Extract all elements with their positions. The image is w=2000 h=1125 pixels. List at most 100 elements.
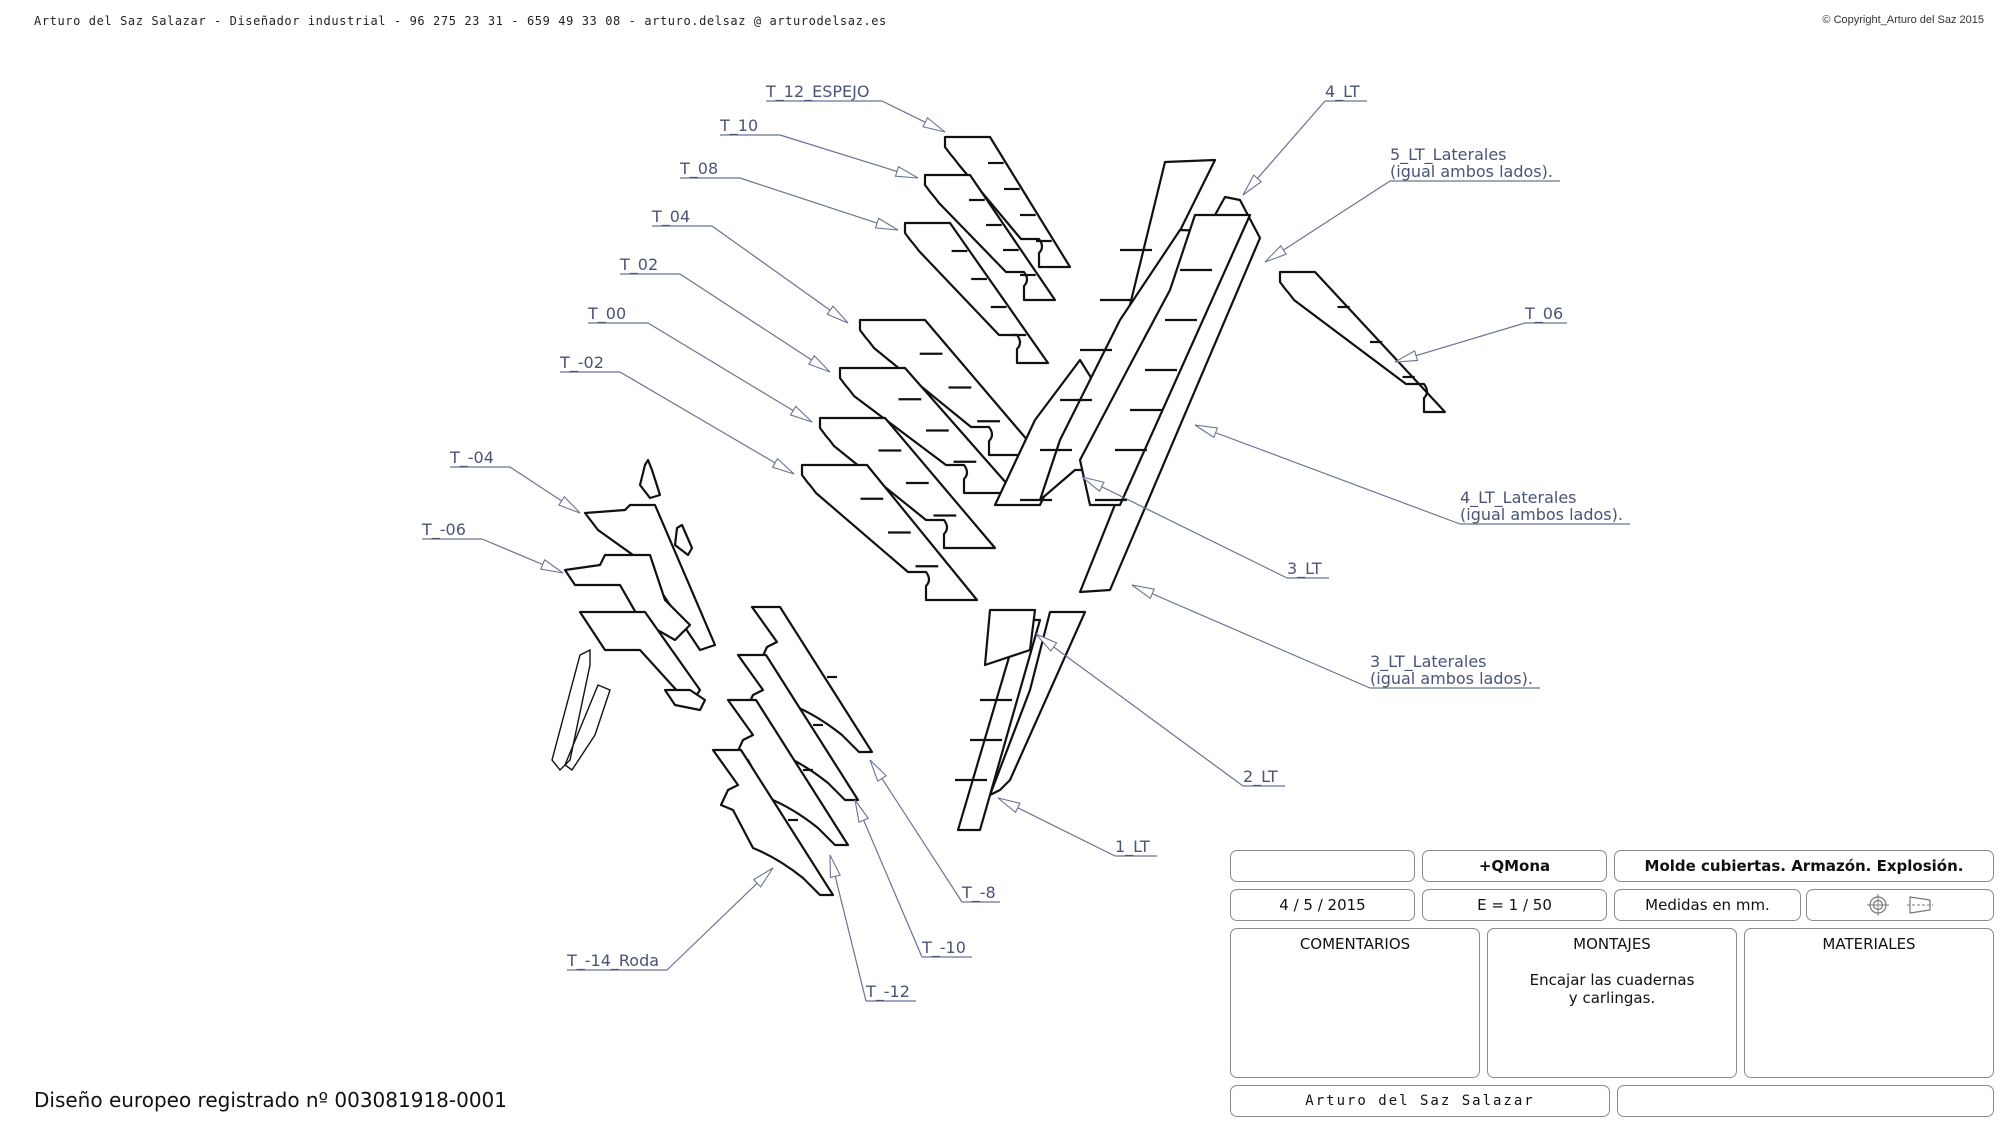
comentarios-box: COMENTARIOS xyxy=(1230,928,1480,1078)
part-label-text: 4_LT xyxy=(1325,82,1360,102)
part-label-text: T_-06 xyxy=(421,520,466,540)
arrow-icon xyxy=(1242,174,1263,196)
arrow-icon xyxy=(1194,424,1219,439)
arrow-icon xyxy=(1131,584,1155,600)
frame-t00 xyxy=(818,416,997,550)
label-t08: T_08 xyxy=(679,159,718,179)
part-label-text: T_12_ESPEJO xyxy=(765,82,869,102)
arrow-icon xyxy=(808,354,831,373)
frame-tm14-roda xyxy=(711,748,835,897)
arrow-icon xyxy=(1035,633,1058,652)
units-cell: Medidas en mm. xyxy=(1614,889,1801,921)
label-lt4: 4_LT xyxy=(1325,82,1360,102)
part-label-text: T_02 xyxy=(619,255,658,275)
leader-line xyxy=(679,273,831,373)
leader-line xyxy=(1394,322,1526,363)
arrow-icon xyxy=(997,797,1021,814)
drawing-title-cell: Molde cubiertas. Armazón. Explosión. xyxy=(1614,850,1994,882)
leader-line xyxy=(739,177,899,231)
montajes-box: MONTAJES Encajar las cuadernas y carling… xyxy=(1487,928,1737,1078)
label-t12: T_12_ESPEJO xyxy=(765,82,869,102)
frame-t12 xyxy=(943,135,1072,269)
frame-t06 xyxy=(1278,270,1447,414)
part-label-text: (igual ambos lados). xyxy=(1460,505,1623,524)
projection-symbol-cell xyxy=(1806,889,1994,921)
leader-line xyxy=(1131,584,1371,689)
arrow-icon xyxy=(894,165,919,179)
label-lt3: 3_LT xyxy=(1287,559,1322,579)
arrow-icon xyxy=(789,405,813,423)
label-lt2: 2_LT xyxy=(1243,767,1278,787)
leader-line xyxy=(779,134,919,179)
parts-layer xyxy=(551,135,1447,897)
label-tm10: T_-10 xyxy=(921,938,966,958)
label-tm06: T_-06 xyxy=(421,520,466,540)
date-cell: 4 / 5 / 2015 xyxy=(1230,889,1415,921)
frame-t04 xyxy=(858,318,1042,457)
arrow-icon xyxy=(540,559,564,574)
part-label-text: T_06 xyxy=(1524,304,1563,324)
small-fin-2 xyxy=(673,523,694,557)
arrow-icon xyxy=(558,495,581,514)
arrow-icon xyxy=(1264,244,1288,263)
materiales-box: MATERIALES xyxy=(1744,928,1994,1078)
part-label-text: 3_LT_Laterales xyxy=(1370,652,1487,672)
frame-t02 xyxy=(838,366,1017,495)
label-lt4lat: 4_LT_Laterales(igual ambos lados). xyxy=(1460,488,1623,524)
part-label-text: T_04 xyxy=(651,207,690,227)
label-t04: T_04 xyxy=(651,207,690,227)
project-name-cell: +QMona xyxy=(1422,850,1607,882)
registration-number: Diseño europeo registrado nº 003081918-0… xyxy=(34,1088,508,1112)
leader-line xyxy=(619,371,795,475)
keel-curve-outer xyxy=(551,648,591,772)
arrow-icon xyxy=(869,759,888,783)
label-tm02: T_-02 xyxy=(559,353,604,373)
montajes-text: Encajar las cuadernas y carlingas. xyxy=(1529,971,1695,1007)
leader-line xyxy=(666,867,774,971)
label-t10: T_10 xyxy=(719,116,758,136)
arrow-icon xyxy=(874,217,899,231)
frame-t08 xyxy=(903,221,1050,365)
part-label-text: 2_LT xyxy=(1243,767,1278,787)
label-t00: T_00 xyxy=(587,304,626,324)
leader-line xyxy=(1194,424,1461,525)
label-tm14: T_-14_Roda xyxy=(566,951,659,971)
strip-4-lt-laterales xyxy=(1078,213,1252,507)
part-label-text: T_00 xyxy=(587,304,626,324)
label-lt1: 1_LT xyxy=(1115,837,1150,857)
leader-line xyxy=(1081,476,1288,579)
arrow-icon xyxy=(752,867,774,888)
leaders-layer xyxy=(422,100,1630,1002)
strip-2-lt xyxy=(988,610,1087,797)
part-label-text: 3_LT xyxy=(1287,559,1322,579)
leader-line xyxy=(1035,633,1244,787)
label-t02: T_02 xyxy=(619,255,658,275)
part-label-text: T_-14_Roda xyxy=(566,951,659,971)
title-block-blank-cell-2 xyxy=(1617,1085,1994,1117)
label-tm12: T_-12 xyxy=(865,982,910,1002)
arrow-icon xyxy=(829,854,841,879)
part-label-text: T_-12 xyxy=(865,982,910,1002)
part-label-text: (igual ambos lados). xyxy=(1390,162,1553,181)
label-tm04: T_-04 xyxy=(449,448,494,468)
part-label-text: 4_LT_Laterales xyxy=(1460,488,1577,508)
leader-line xyxy=(711,225,849,324)
arrow-icon xyxy=(1081,476,1105,493)
label-lt5lat: 5_LT_Laterales(igual ambos lados). xyxy=(1390,145,1553,181)
label-t06: T_06 xyxy=(1524,304,1563,324)
part-label-text: T_-8 xyxy=(961,883,996,903)
labels-layer: T_12_ESPEJO T_10T_08T_04T_02T_00T_-02T_-0… xyxy=(421,82,1623,1002)
frame-tm06 xyxy=(563,553,692,642)
copyright-notice: © Copyright_Arturo del Saz 2015 xyxy=(1822,14,1984,26)
leader-line xyxy=(1264,180,1391,263)
arrow-icon xyxy=(922,116,946,133)
first-angle-projection-cone-icon xyxy=(1907,896,1933,914)
keel-curve-inner xyxy=(564,684,611,771)
leader-line xyxy=(829,854,867,1002)
arrow-icon xyxy=(826,305,849,324)
frame-tm06-tab xyxy=(663,688,707,712)
title-block-blank-cell xyxy=(1230,850,1415,882)
leader-line xyxy=(869,759,963,903)
part-label-text: T_10 xyxy=(719,116,758,136)
